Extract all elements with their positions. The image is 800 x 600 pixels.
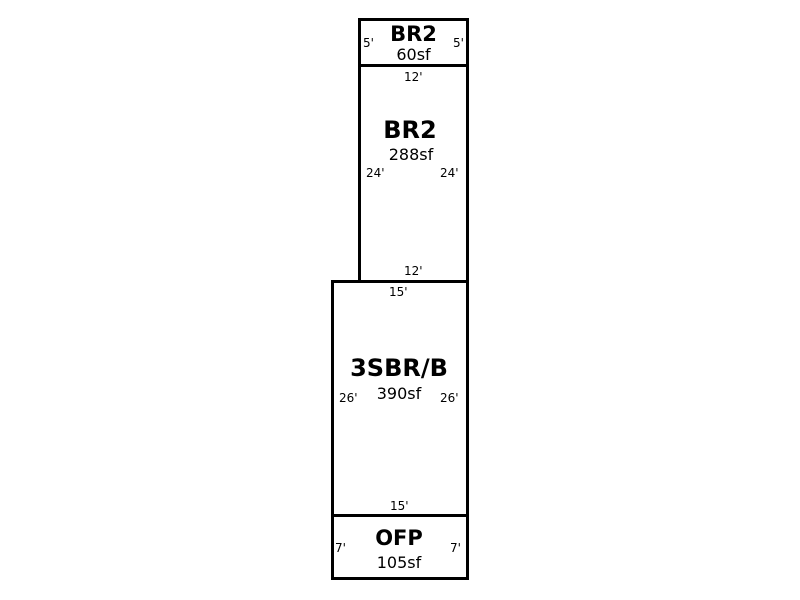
room-br2-small-name: BR2	[390, 22, 437, 46]
room-br2-small-right-dim: 5'	[453, 36, 464, 50]
room-br2-large-left-dim: 24'	[366, 166, 385, 180]
room-br2-large-top-dim: 12'	[404, 70, 423, 84]
room-ofp-right-dim: 7'	[450, 541, 461, 555]
room-3sbr-b-left-dim: 26'	[339, 391, 358, 405]
room-br2-small-area: 60sf	[396, 45, 431, 64]
room-3sbr-b	[331, 280, 469, 518]
room-3sbr-b-bottom-dim: 15'	[390, 499, 409, 513]
room-br2-large-bottom-dim: 12'	[404, 264, 423, 278]
room-br2-large-area: 288sf	[388, 145, 434, 164]
room-3sbr-b-area: 390sf	[376, 384, 422, 403]
room-ofp-left-dim: 7'	[335, 541, 346, 555]
room-ofp-area: 105sf	[376, 553, 422, 572]
room-3sbr-b-top-dim: 15'	[389, 285, 408, 299]
room-ofp-name: OFP	[375, 526, 423, 550]
room-br2-small-left-dim: 5'	[363, 36, 374, 50]
room-3sbr-b-name: 3SBR/B	[350, 354, 448, 382]
room-br2-large-name: BR2	[383, 116, 437, 144]
room-3sbr-b-right-dim: 26'	[440, 391, 459, 405]
room-ofp	[331, 514, 469, 580]
room-br2-large-right-dim: 24'	[440, 166, 459, 180]
